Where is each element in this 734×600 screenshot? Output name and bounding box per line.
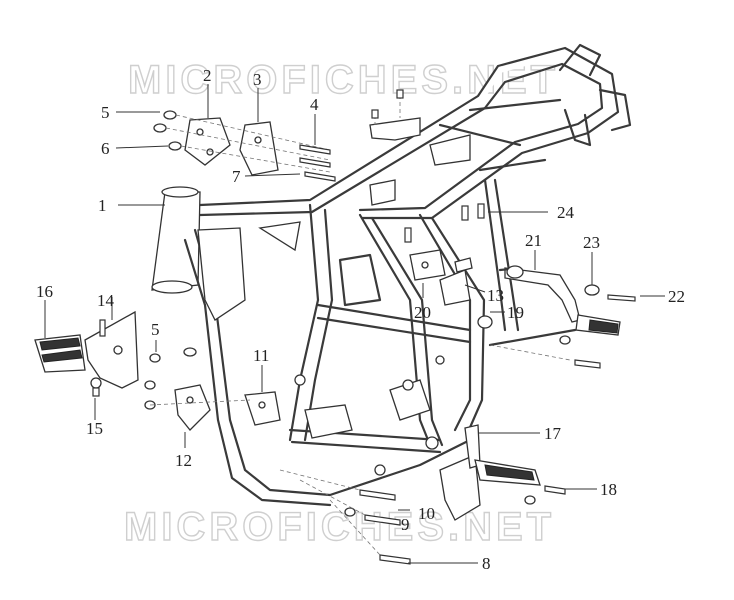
callout-6: 6 [101,139,110,158]
callout-5-lower: 5 [151,320,160,339]
part-21-stand [488,265,621,347]
callout-4: 4 [310,95,319,114]
watermark-top: MICROFICHES.NET [128,58,559,102]
callout-3: 3 [253,70,262,89]
callout-24: 24 [557,203,575,222]
part-18-bolt [524,485,566,505]
callout-2: 2 [203,66,212,85]
part-3-bracket [239,121,279,176]
callout-12: 12 [175,451,192,470]
part-2-bracket [184,117,231,166]
part-15-bolt [90,377,102,397]
part-13-plate [439,257,473,306]
callout-15: 15 [86,419,103,438]
top-bracket [369,89,421,141]
callout-19: 19 [507,303,524,322]
callout-21: 21 [525,231,542,250]
callout-11: 11 [253,346,269,365]
callout-8: 8 [482,554,491,573]
callout-17: 17 [544,424,562,443]
part-17-footpeg [439,424,541,521]
part-19-collar [477,315,493,329]
part-23-washer [584,284,600,296]
bolts-lower-right [489,335,601,369]
callout-20: 20 [414,303,431,322]
lower-bolts [279,469,411,565]
callout-10: 10 [418,504,435,523]
callout-13: 13 [487,286,504,305]
callout-16: 16 [36,282,53,301]
washers-upper-left [153,110,331,173]
callout-7: 7 [232,167,241,186]
callout-leaders [44,84,665,564]
callout-14: 14 [97,291,115,310]
main-frame [151,43,632,507]
part-22-bolt [607,294,636,302]
watermark-bottom: MICROFICHES.NET [124,505,555,549]
part-16-footpeg [34,334,86,373]
callout-numbers: 1 2 3 4 5 5 6 7 8 9 10 11 12 13 14 15 16… [36,66,685,573]
callout-1: 1 [98,196,107,215]
part-12-bracket [174,384,211,431]
callout-9: 9 [401,515,410,534]
part-24-bolt [461,203,485,221]
bolts-4-7 [299,144,336,182]
callout-23: 23 [583,233,600,252]
callout-22: 22 [668,287,685,306]
part-11-bracket [149,391,281,426]
part-20-plate [404,227,446,281]
part-14-bracket [84,310,139,389]
callout-18: 18 [600,480,617,499]
callout-5-upper: 5 [101,103,110,122]
